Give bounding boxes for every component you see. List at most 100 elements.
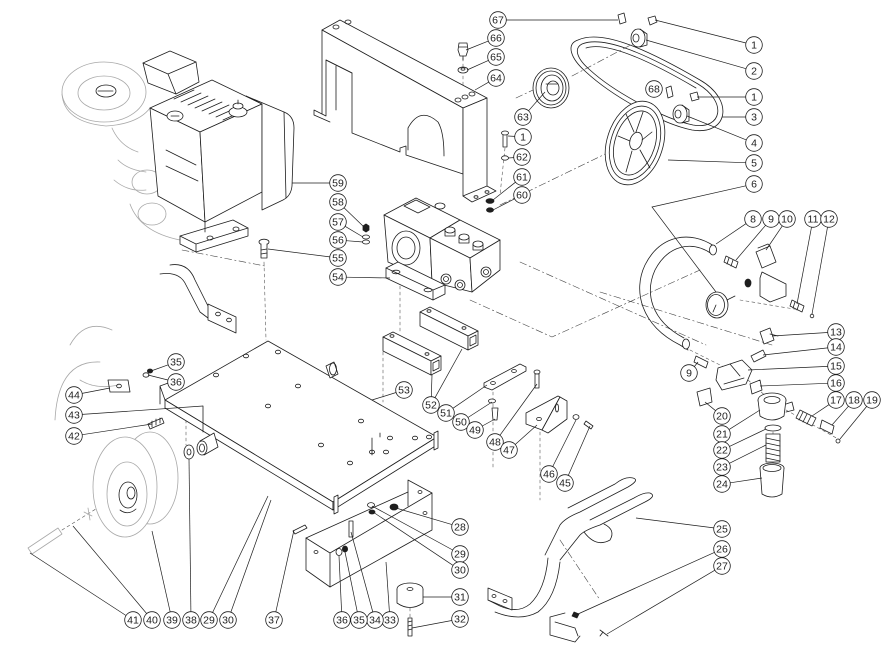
callout-circle <box>451 610 469 628</box>
frame-plate <box>159 340 439 515</box>
callout: 27 <box>606 557 731 635</box>
callout-number: 42 <box>68 431 80 443</box>
callout: 17 <box>811 391 845 417</box>
callout-circle <box>745 154 763 172</box>
callout-number: 52 <box>425 400 437 412</box>
callout-circle <box>333 611 351 629</box>
callout-circle <box>489 11 507 29</box>
callout-number: 48 <box>489 437 501 449</box>
callout: 36 <box>333 555 351 629</box>
callout-leader-line <box>29 552 127 616</box>
callout-leader-line <box>606 569 716 635</box>
callout-number: 2 <box>751 66 757 78</box>
callout-circle <box>820 210 838 228</box>
callout: 29 <box>200 495 269 629</box>
callout-number: 9 <box>768 214 774 226</box>
callout: 31 <box>423 588 469 606</box>
callout-circle <box>513 186 531 204</box>
callout: 16 <box>759 374 845 392</box>
callout-leader-line <box>667 159 746 164</box>
callout-leader-line <box>482 418 496 427</box>
callout-circle <box>745 36 763 54</box>
callout-circle <box>487 48 505 66</box>
callout: 66 <box>465 29 505 51</box>
callout-number: 33 <box>384 615 396 627</box>
callout-leader-line <box>765 225 783 251</box>
callout: 43 <box>65 405 204 424</box>
callout-number: 54 <box>332 272 344 284</box>
callout-circle <box>182 611 200 629</box>
callout-number: 38 <box>185 615 197 627</box>
callout-circle <box>540 465 558 483</box>
callout: 13 <box>771 323 845 341</box>
callout: 33 <box>381 561 399 629</box>
callout-number: 11 <box>808 214 819 226</box>
callout-number: 47 <box>503 445 515 457</box>
callout-number: 65 <box>490 52 502 64</box>
callout-circle <box>350 611 368 629</box>
callout: 35 <box>344 551 368 629</box>
fittings <box>693 243 815 407</box>
callout-leader-line <box>839 406 867 440</box>
callout-leader-line <box>686 115 747 141</box>
engine-mount-bolt <box>258 238 270 259</box>
callout-number: 4 <box>751 138 757 150</box>
callout-circle <box>437 404 455 422</box>
callout-circle <box>713 520 731 538</box>
callout-leader-line <box>82 405 204 415</box>
callout-number: 51 <box>440 408 452 420</box>
callout-leader-line <box>434 348 463 398</box>
v-belt <box>570 36 724 132</box>
callout-leader-line <box>577 552 715 615</box>
callout-number: 40 <box>146 615 158 627</box>
callout-number: 5 <box>751 158 757 170</box>
brackets <box>483 363 594 434</box>
callout-number: 44 <box>68 390 80 402</box>
callout-leader-line <box>371 505 453 551</box>
callout-number: 62 <box>516 152 528 164</box>
callout: 12 <box>811 210 838 315</box>
callout: 39 <box>151 530 181 629</box>
callout-leader-line <box>759 382 828 387</box>
callout-leader-line <box>552 419 577 467</box>
pump-pulley <box>604 100 666 186</box>
callout-circle <box>422 396 440 414</box>
callout-number: 12 <box>823 214 835 226</box>
callout-leader-line <box>82 387 111 394</box>
callout: 53 <box>371 381 413 401</box>
pulley-bushings-keys <box>617 12 700 124</box>
callout-circle <box>863 391 881 409</box>
callout-leader-line <box>729 444 767 464</box>
callout: 18 <box>831 391 863 426</box>
callout-leader-line <box>343 207 365 228</box>
callout-leader-line <box>395 507 453 525</box>
callout-number: 1 <box>751 40 757 52</box>
callout: 47 <box>500 424 538 459</box>
callout: 44 <box>65 386 111 404</box>
callout-circle <box>200 611 218 629</box>
callout: 6 <box>651 175 763 293</box>
callout-number: 16 <box>830 378 842 390</box>
callout-leader-line <box>762 347 828 356</box>
callout-number: 56 <box>332 235 344 247</box>
callout-leader-line <box>188 458 192 612</box>
callout-circle <box>163 611 181 629</box>
callout-circle <box>329 268 347 286</box>
pressure-gauge <box>705 291 736 319</box>
callout-number: 21 <box>716 429 728 441</box>
engine <box>61 50 295 253</box>
callout-leader-line <box>267 248 330 258</box>
callout: 55 <box>267 248 347 267</box>
callout-number: 61 <box>516 172 528 184</box>
callout-leader-line <box>430 374 433 397</box>
callout-number: 29 <box>454 549 466 561</box>
callout: 51 <box>437 384 488 422</box>
callout-leader-line <box>796 227 812 305</box>
callout: 11 <box>796 210 822 305</box>
callout: 28 <box>395 507 469 536</box>
callout-number: 30 <box>222 615 234 627</box>
callout-number: 36 <box>170 377 182 389</box>
callout-leader-line <box>715 223 747 245</box>
